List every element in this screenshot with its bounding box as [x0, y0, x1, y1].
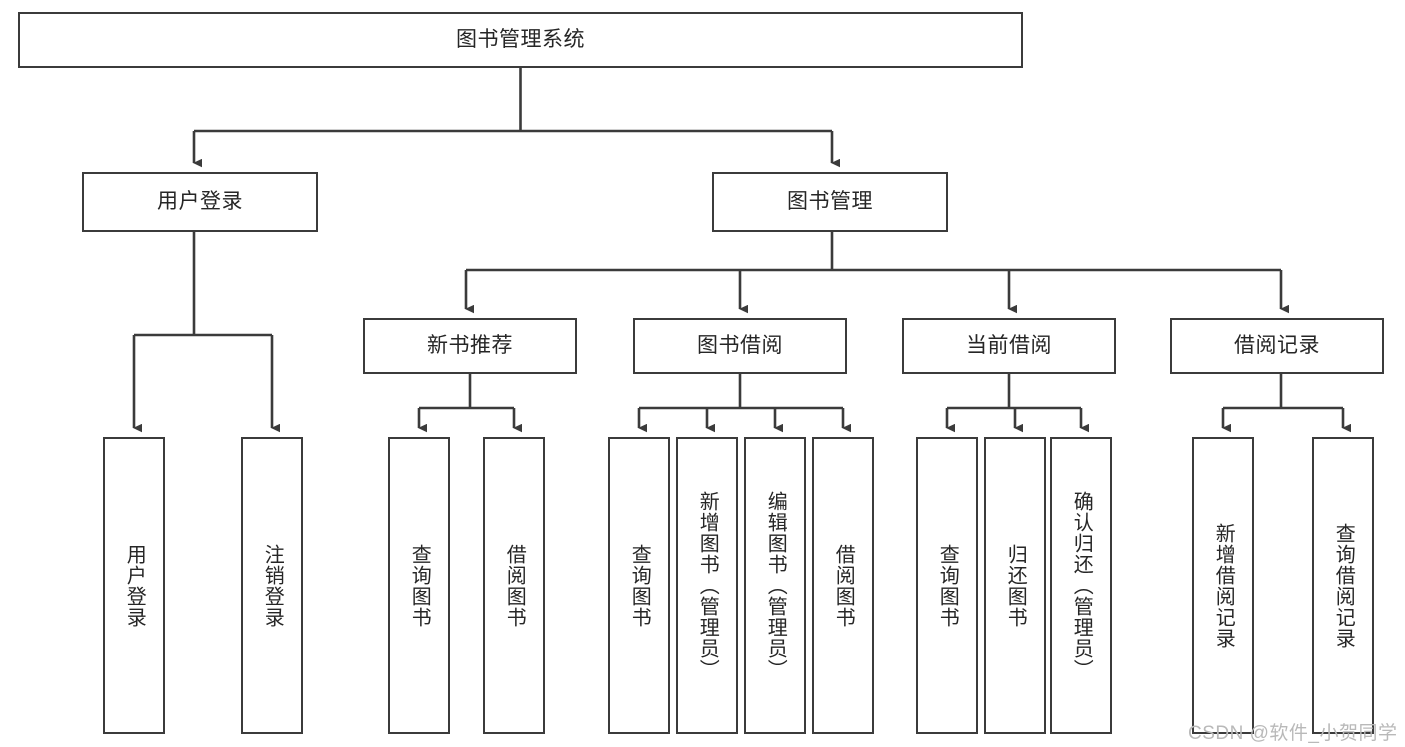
node-borrow-record-label: 借阅记录 [1234, 333, 1320, 357]
leaf-add-book-admin-label: 新增图书（管理员） [696, 491, 719, 680]
leaf-query-book-borrow[interactable]: 查询图书 [608, 437, 670, 734]
leaf-query-book-current-label: 查询图书 [936, 543, 959, 628]
leaf-add-borrow-record-label: 新增借阅记录 [1212, 522, 1235, 649]
leaf-borrow-book-new-label: 借阅图书 [503, 543, 526, 628]
node-book-management[interactable]: 图书管理 [712, 172, 948, 232]
leaf-user-login[interactable]: 用户登录 [103, 437, 165, 734]
node-root[interactable]: 图书管理系统 [18, 12, 1023, 68]
leaf-logout-label: 注销登录 [261, 543, 284, 628]
node-user-login-label: 用户登录 [157, 189, 243, 213]
node-book-borrow-label: 图书借阅 [697, 333, 783, 357]
node-user-login[interactable]: 用户登录 [82, 172, 318, 232]
node-new-book-recommend[interactable]: 新书推荐 [363, 318, 577, 374]
leaf-query-book-current[interactable]: 查询图书 [916, 437, 978, 734]
leaf-add-book-admin[interactable]: 新增图书（管理员） [676, 437, 738, 734]
leaf-edit-book-admin-label: 编辑图书（管理员） [764, 491, 787, 680]
leaf-return-book[interactable]: 归还图书 [984, 437, 1046, 734]
leaf-borrow-book-new[interactable]: 借阅图书 [483, 437, 545, 734]
node-current-borrow-label: 当前借阅 [966, 333, 1052, 357]
leaf-query-borrow-record-label: 查询借阅记录 [1332, 522, 1355, 649]
node-new-book-recommend-label: 新书推荐 [427, 333, 513, 357]
node-borrow-record[interactable]: 借阅记录 [1170, 318, 1384, 374]
leaf-add-borrow-record[interactable]: 新增借阅记录 [1192, 437, 1254, 734]
leaf-query-book-new[interactable]: 查询图书 [388, 437, 450, 734]
leaf-query-borrow-record[interactable]: 查询借阅记录 [1312, 437, 1374, 734]
node-root-label: 图书管理系统 [456, 27, 585, 51]
leaf-edit-book-admin[interactable]: 编辑图书（管理员） [744, 437, 806, 734]
leaf-return-book-label: 归还图书 [1004, 543, 1027, 628]
leaf-logout[interactable]: 注销登录 [241, 437, 303, 734]
leaf-borrow-book-label: 借阅图书 [832, 543, 855, 628]
node-book-borrow[interactable]: 图书借阅 [633, 318, 847, 374]
leaf-confirm-return-admin-label: 确认归还（管理员） [1070, 491, 1093, 680]
node-current-borrow[interactable]: 当前借阅 [902, 318, 1116, 374]
leaf-query-book-borrow-label: 查询图书 [628, 543, 651, 628]
node-book-management-label: 图书管理 [787, 189, 873, 213]
leaf-user-login-label: 用户登录 [123, 543, 146, 628]
leaf-confirm-return-admin[interactable]: 确认归还（管理员） [1050, 437, 1112, 734]
leaf-query-book-new-label: 查询图书 [408, 543, 431, 628]
leaf-borrow-book[interactable]: 借阅图书 [812, 437, 874, 734]
